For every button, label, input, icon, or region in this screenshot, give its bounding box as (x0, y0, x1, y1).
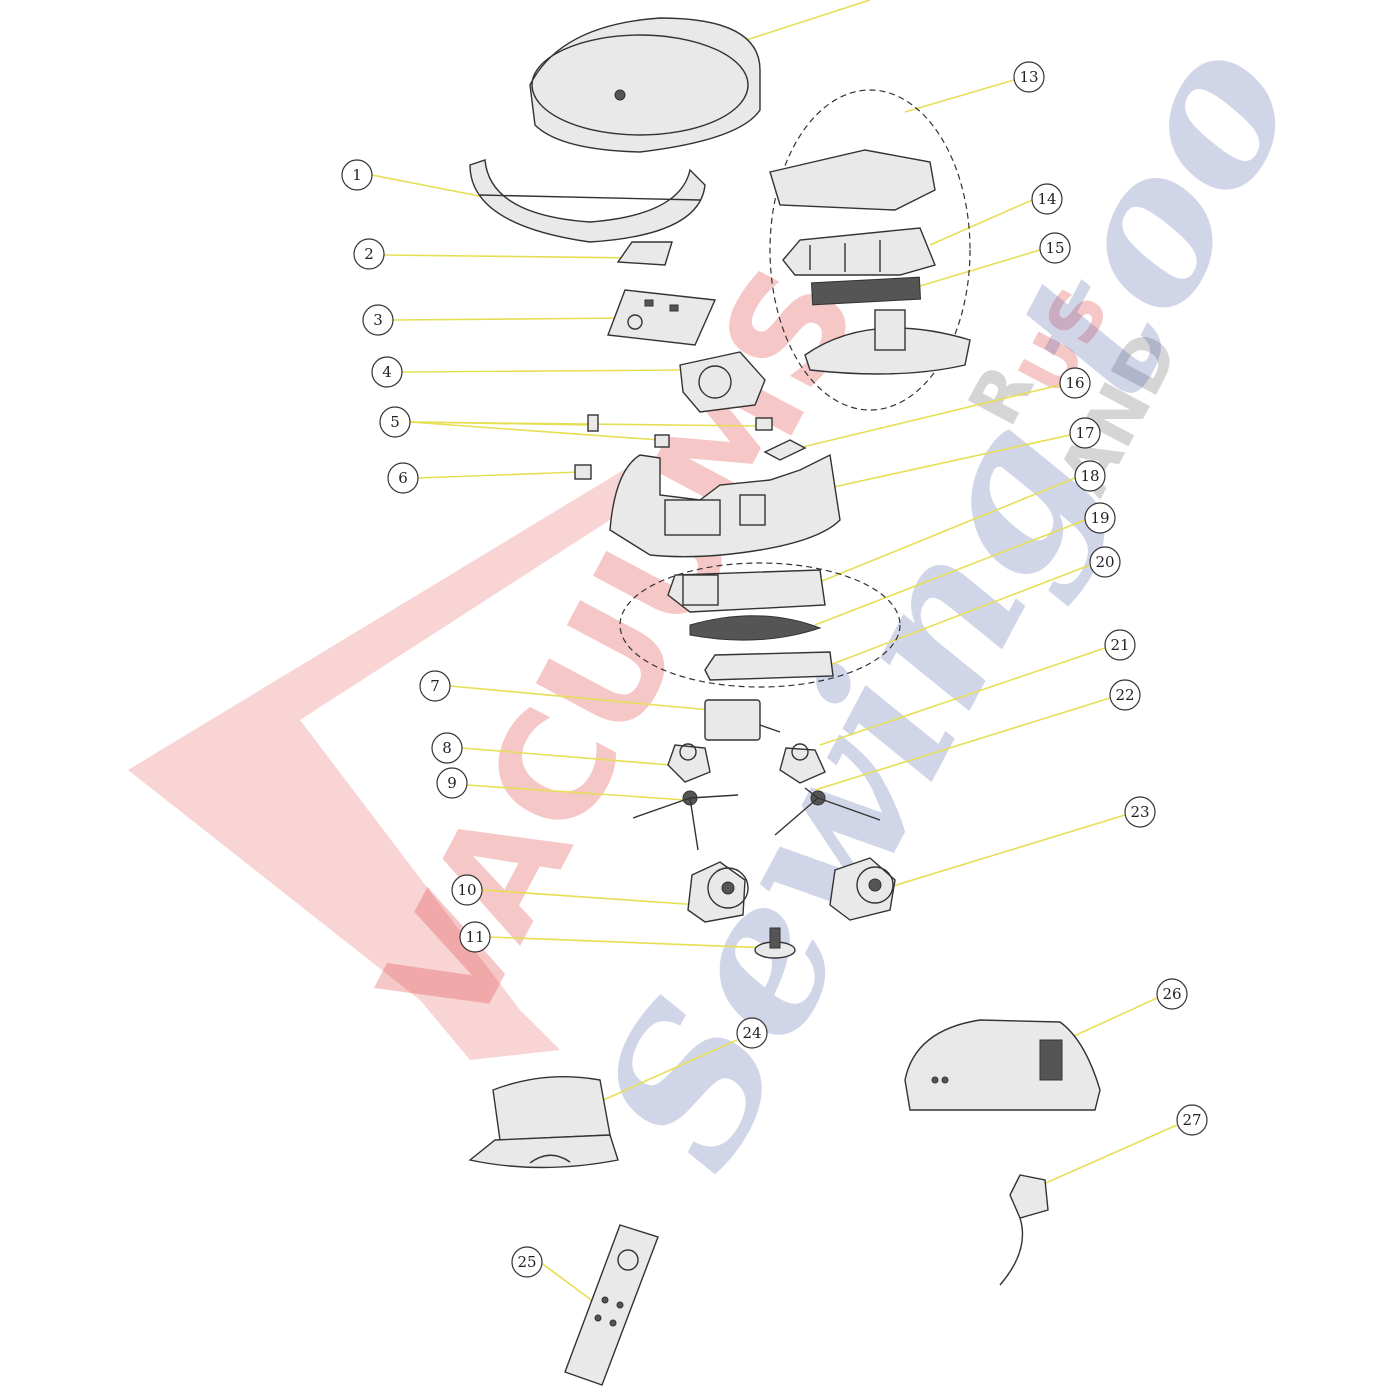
svg-text:4: 4 (382, 363, 392, 381)
side-brush-motor-right-part (779, 743, 826, 784)
drive-wheel-right-part (829, 857, 896, 921)
svg-text:18: 18 (1080, 467, 1099, 485)
callout-8: 8 (431, 732, 463, 764)
side-brush-motor-left-part (667, 743, 711, 783)
callout-27: 27 (1176, 1104, 1208, 1136)
callout-25: 25 (511, 1246, 543, 1278)
caster-wheel-part (754, 927, 796, 959)
callout-18: 18 (1074, 460, 1106, 492)
dock-base-part (904, 1019, 1101, 1111)
svg-text:23: 23 (1130, 803, 1149, 821)
fan-module-part (679, 351, 766, 413)
bumper-part (469, 159, 706, 243)
clip-part (654, 434, 670, 448)
callout-22: 22 (1109, 679, 1141, 711)
callout-3: 3 (362, 304, 394, 336)
callout-16: 16 (1059, 367, 1091, 399)
clip-part (755, 417, 773, 431)
svg-text:13: 13 (1019, 68, 1038, 86)
svg-text:16: 16 (1065, 374, 1084, 392)
remote-control-part (564, 1224, 659, 1386)
callout-9: 9 (436, 767, 468, 799)
callout-2: 2 (353, 238, 385, 270)
callout-26: 26 (1156, 978, 1188, 1010)
svg-text:20: 20 (1095, 553, 1114, 571)
svg-text:3: 3 (373, 311, 383, 329)
svg-text:25: 25 (517, 1253, 536, 1271)
main-board-part (607, 289, 717, 346)
drive-wheel-left-part (687, 861, 749, 923)
callout-5: 5 (379, 406, 411, 438)
svg-text:6: 6 (398, 469, 408, 487)
chassis-part (609, 453, 841, 558)
svg-text:8: 8 (442, 739, 452, 757)
svg-text:27: 27 (1182, 1111, 1201, 1129)
main-brush-group (619, 562, 901, 688)
svg-text:1: 1 (352, 166, 362, 184)
callout-15: 15 (1039, 232, 1071, 264)
side-brush-right-part (774, 787, 881, 836)
svg-text:10: 10 (457, 881, 476, 899)
svg-text:19: 19 (1090, 509, 1109, 527)
callout-19: 19 (1084, 502, 1116, 534)
callout-17: 17 (1069, 417, 1101, 449)
callout-14: 14 (1031, 183, 1063, 215)
power-adapter-part (999, 1174, 1049, 1286)
svg-text:2: 2 (364, 245, 374, 263)
svg-text:7: 7 (430, 677, 440, 695)
leader-lines (371, 0, 1178, 1306)
sensor-board-part (616, 241, 673, 266)
callout-20: 20 (1089, 546, 1121, 578)
parts (468, 17, 1101, 1386)
svg-text:26: 26 (1162, 985, 1181, 1003)
svg-text:9: 9 (447, 774, 457, 792)
callout-labels: 1 2 3 4 5 6 7 8 9 10 11 13 14 15 16 17 1… (341, 61, 1208, 1278)
callout-23: 23 (1124, 796, 1156, 828)
side-brush-left-part (632, 790, 739, 851)
small-bracket-part (763, 439, 807, 461)
callout-6: 6 (387, 462, 419, 494)
callout-24: 24 (736, 1017, 768, 1049)
svg-text:15: 15 (1045, 239, 1064, 257)
callout-4: 4 (371, 356, 403, 388)
callout-11: 11 (459, 921, 491, 953)
watermark-v-shape (128, 460, 640, 1060)
callout-10: 10 (451, 874, 483, 906)
sensor-part (574, 464, 592, 480)
svg-text:24: 24 (742, 1024, 761, 1042)
svg-text:22: 22 (1115, 686, 1134, 704)
callout-1: 1 (341, 159, 373, 191)
charging-dock-part (468, 1075, 619, 1169)
svg-text:21: 21 (1110, 636, 1129, 654)
clip-part (587, 414, 599, 432)
callout-7: 7 (419, 670, 451, 702)
dust-bin-group (769, 89, 971, 411)
svg-text:17: 17 (1075, 424, 1094, 442)
svg-text:14: 14 (1037, 190, 1056, 208)
top-cover-part (529, 17, 761, 153)
callout-21: 21 (1104, 629, 1136, 661)
battery-part (704, 699, 781, 741)
svg-text:11: 11 (465, 928, 484, 946)
callout-13: 13 (1013, 61, 1045, 93)
svg-text:5: 5 (390, 413, 400, 431)
